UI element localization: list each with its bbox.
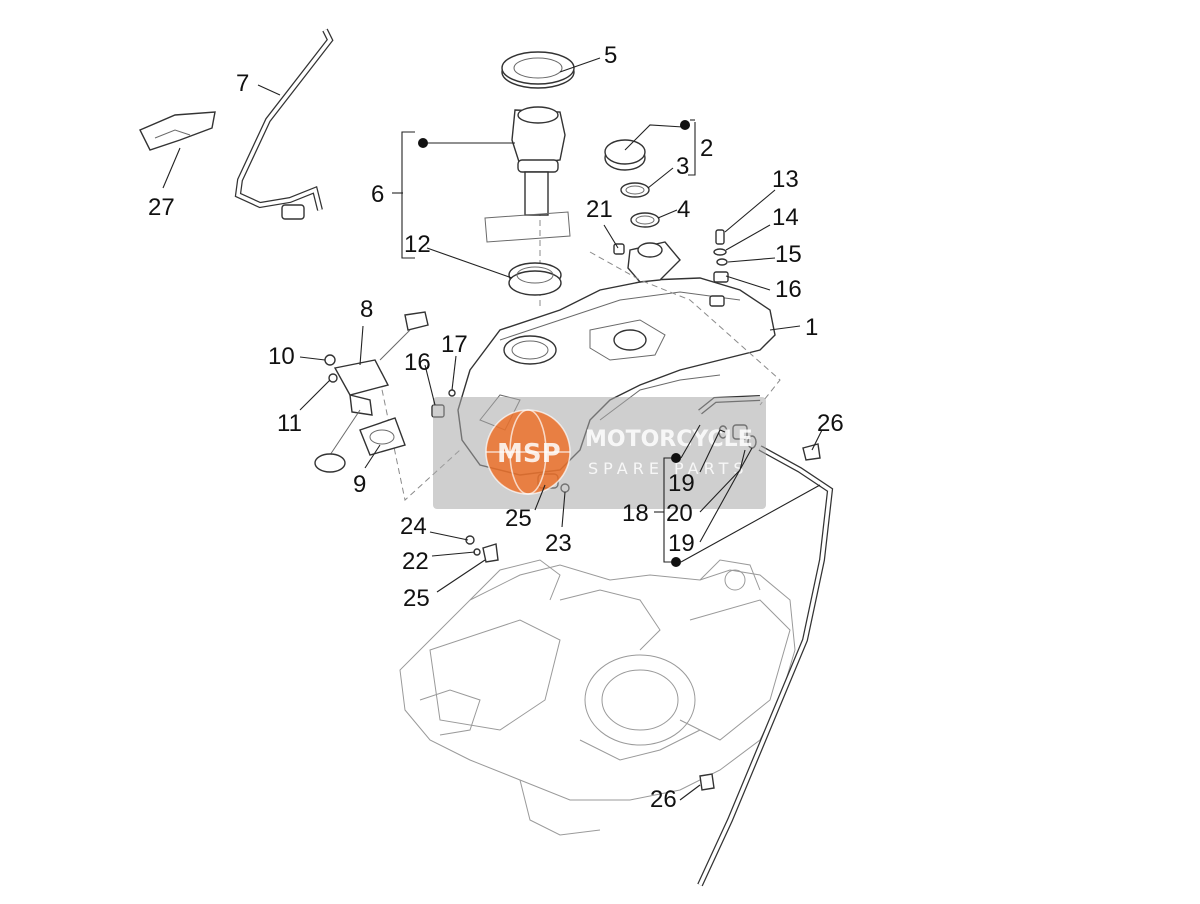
callout-5: 5 [604, 42, 617, 69]
callout-23: 23 [545, 530, 572, 557]
callout-19-bottom: 19 [668, 530, 695, 557]
fuel-cap [604, 139, 660, 228]
callout-20: 20 [666, 500, 693, 527]
callout-6: 6 [371, 181, 384, 208]
callout-25-upper: 25 [505, 505, 532, 532]
callout-24: 24 [400, 513, 427, 540]
callout-9: 9 [353, 471, 366, 498]
pump-gasket [508, 262, 562, 296]
callout-19-top: 19 [668, 470, 695, 497]
watermark: MSP MOTORCYCLE SPARE PARTS [433, 397, 766, 509]
callout-18: 18 [622, 500, 649, 527]
callout-1: 1 [805, 314, 818, 341]
callout-labels: 1 2 3 4 5 6 7 8 9 10 11 12 13 14 15 16 1… [148, 42, 844, 813]
watermark-brand: MOTORCYCLE [585, 427, 753, 452]
callout-16-left: 16 [404, 349, 431, 376]
callout-25-lower: 25 [403, 585, 430, 612]
filler-neck [627, 241, 681, 283]
callout-12: 12 [404, 231, 431, 258]
callout-4: 4 [677, 196, 690, 223]
callout-14: 14 [772, 204, 799, 231]
callout-26-lower: 26 [650, 786, 677, 813]
watermark-sub: SPARE PARTS [588, 459, 749, 478]
fuel-pump [484, 106, 571, 243]
callout-16-right: 16 [775, 276, 802, 303]
callout-13: 13 [772, 166, 799, 193]
fuel-level-sensor [314, 311, 429, 473]
callout-21: 21 [586, 196, 613, 223]
callout-15: 15 [775, 241, 802, 268]
watermark-logo: MSP [497, 439, 561, 469]
callout-2: 2 [700, 135, 713, 162]
callout-8: 8 [360, 296, 373, 323]
bullets [418, 120, 690, 567]
callout-10: 10 [268, 343, 295, 370]
leader-lines [162, 57, 823, 801]
callout-7: 7 [236, 70, 249, 97]
callout-26-upper: 26 [817, 410, 844, 437]
callout-3: 3 [676, 153, 689, 180]
hose-bracket [139, 111, 216, 151]
callout-11: 11 [277, 410, 302, 437]
fuel-hose [234, 28, 334, 220]
callout-27: 27 [148, 194, 175, 221]
lock-ring [501, 51, 575, 89]
engine-assembly [399, 559, 796, 836]
callout-17: 17 [441, 331, 468, 358]
callout-22: 22 [402, 548, 429, 575]
